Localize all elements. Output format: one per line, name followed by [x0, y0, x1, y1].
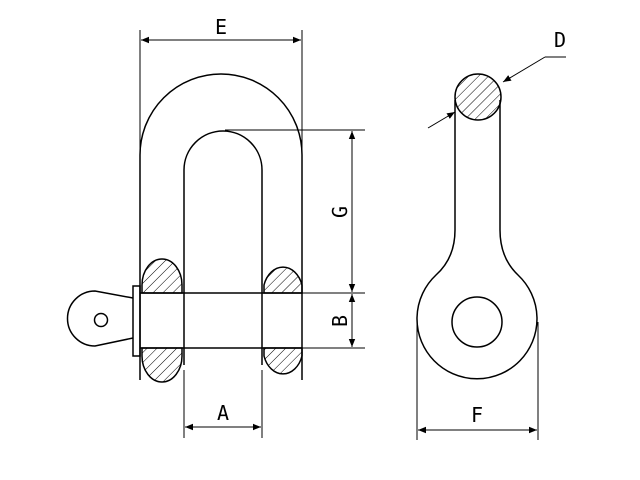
right-leg-section-bottom: [263, 347, 303, 375]
front-view: E G B A: [66, 15, 365, 438]
right-leg-section-top: [263, 266, 303, 294]
side-profile: [416, 100, 538, 380]
dim-f-label: F: [471, 403, 483, 427]
dim-a-label: A: [217, 401, 229, 425]
bow-cross-section: [454, 73, 502, 121]
dim-g-label: G: [328, 206, 352, 218]
side-view: D F: [416, 28, 566, 440]
left-leg-section-top: [141, 258, 183, 294]
left-leg-section-bottom: [141, 347, 183, 383]
dim-b-label: B: [328, 315, 352, 327]
dim-d-leader-lower: [427, 111, 456, 129]
pin-eye-tab: [66, 290, 134, 347]
dim-d-leader-upper: [502, 56, 546, 83]
pin-collar: [132, 285, 141, 357]
bow-outer: [139, 73, 303, 380]
pin-hole: [451, 296, 503, 348]
bow-inner: [183, 130, 263, 365]
dim-d-label: D: [554, 28, 566, 52]
pin-eye-hole: [93, 312, 109, 328]
dim-e-label: E: [215, 15, 227, 39]
